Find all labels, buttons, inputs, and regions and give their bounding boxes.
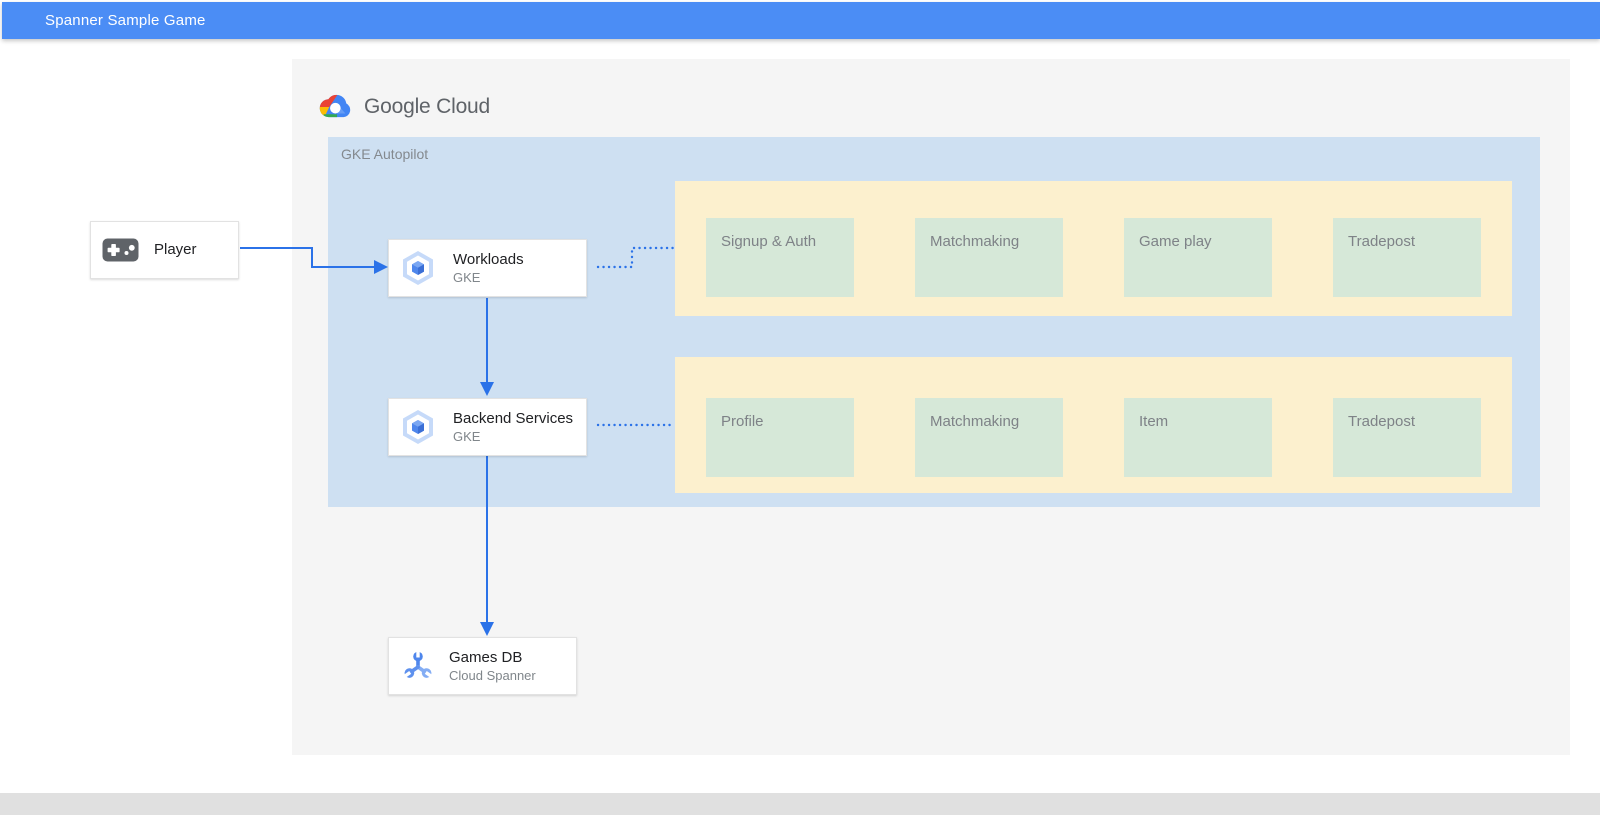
google-cloud-logo-icon [319, 94, 351, 118]
service-label: Item [1139, 413, 1169, 430]
service-box-tradepost: Tradepost [1333, 398, 1481, 477]
node-subtitle: GKE [453, 428, 481, 444]
service-box-signup-auth: Signup & Auth [706, 218, 854, 297]
service-box-matchmaking: Matchmaking [915, 218, 1063, 297]
gke-hexagon-icon [403, 410, 433, 444]
node-title: Player [154, 241, 197, 258]
node-title: Games DB [449, 648, 523, 666]
node-games-db: Games DB Cloud Spanner [388, 637, 577, 695]
gke-autopilot-label: GKE Autopilot [341, 146, 429, 162]
node-backend-services: Backend Services GKE [388, 398, 596, 465]
service-label: Matchmaking [930, 413, 1020, 430]
cloud-spanner-wrench-icon [403, 649, 433, 679]
service-box-game-play: Game play [1124, 218, 1272, 297]
node-workloads: Workloads GKE [388, 239, 596, 306]
service-label: Game play [1139, 233, 1212, 250]
service-label: Signup & Auth [721, 233, 817, 250]
service-box-tradepost: Tradepost [1333, 218, 1481, 297]
service-label: Tradepost [1348, 413, 1415, 430]
node-player: Player [90, 221, 248, 288]
node-title: Backend Services [453, 409, 574, 427]
gamepad-icon [102, 238, 139, 262]
node-subtitle: Cloud Spanner [449, 667, 536, 683]
service-label: Matchmaking [930, 233, 1020, 250]
app-title: Spanner Sample Game [45, 12, 206, 29]
backend-service-row: Profile Matchmaking Item Tradepost [675, 357, 1512, 493]
workloads-service-row: Signup & Auth Matchmaking Game play Trad… [675, 181, 1512, 316]
node-title: Workloads [453, 250, 524, 268]
service-box-item: Item [1124, 398, 1272, 477]
service-label: Profile [721, 413, 764, 430]
footer-bar [0, 793, 1600, 815]
service-box-matchmaking: Matchmaking [915, 398, 1063, 477]
app-header: Spanner Sample Game [2, 2, 1600, 39]
service-box-profile: Profile [706, 398, 854, 477]
google-cloud-logo-text: Google Cloud [364, 94, 491, 118]
gke-hexagon-icon [403, 251, 433, 285]
google-cloud-logo: Google Cloud [318, 92, 490, 121]
service-label: Tradepost [1348, 233, 1415, 250]
node-subtitle: GKE [453, 269, 481, 285]
